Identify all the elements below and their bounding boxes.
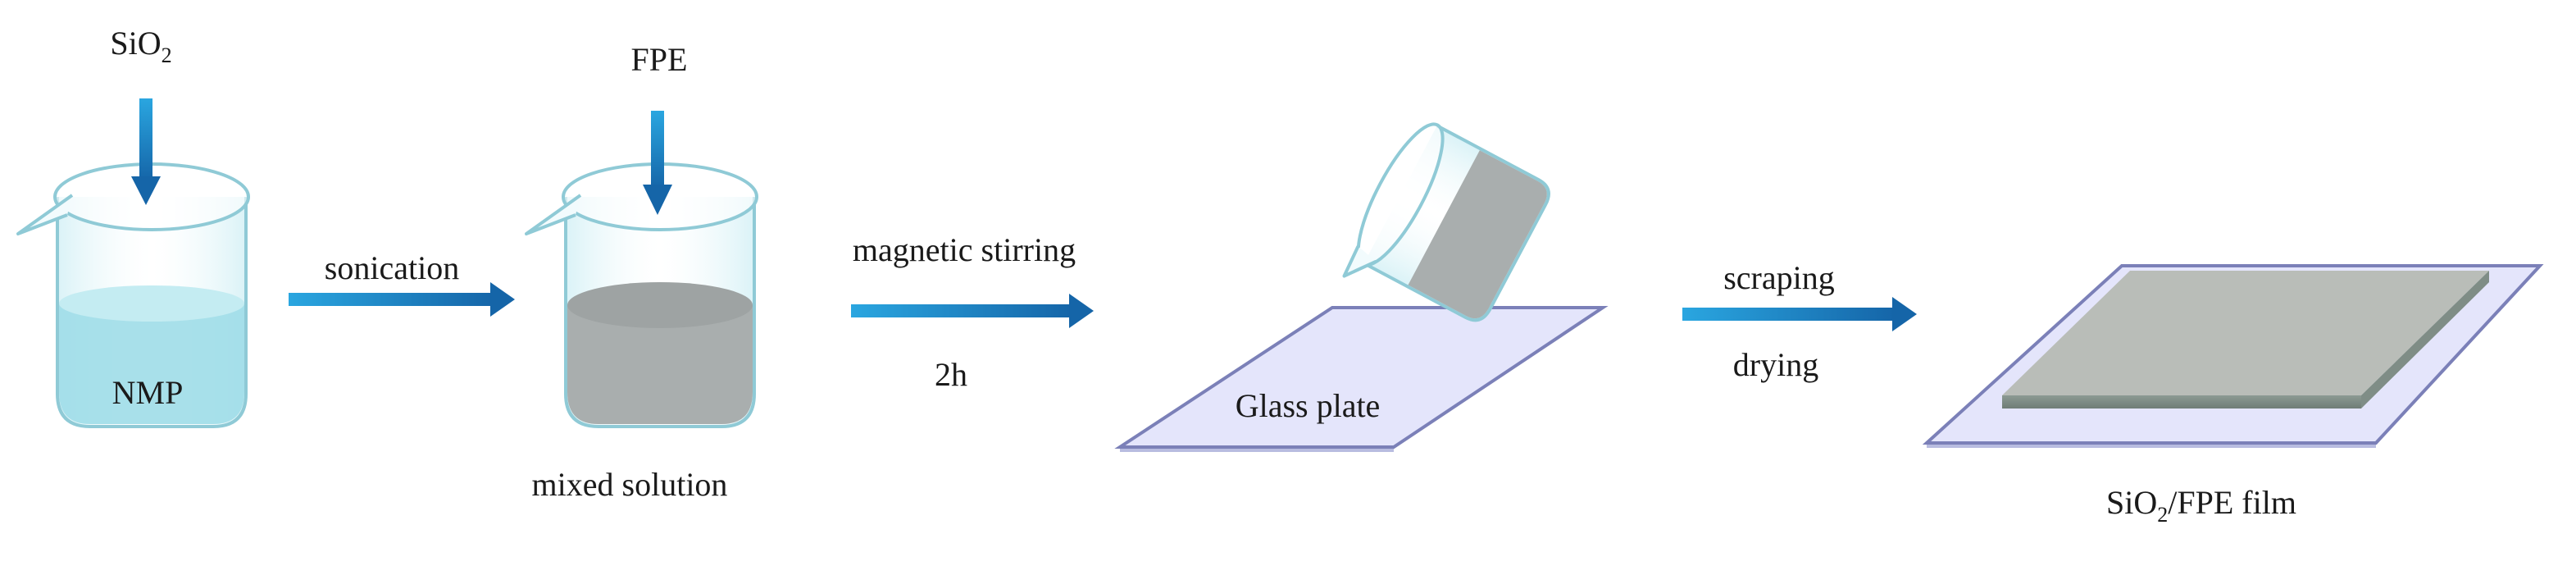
duration-label: 2h — [935, 356, 967, 393]
magnetic-stirring-label: magnetic stirring — [853, 231, 1076, 268]
film-side-right — [2361, 271, 2489, 409]
mixed-liquid — [567, 305, 753, 424]
film-caption: SiO2/FPE film — [2106, 484, 2296, 527]
nmp-label: NMP — [112, 374, 184, 411]
beaker-spout — [525, 194, 582, 235]
down-arrow-fpe — [643, 111, 672, 215]
arrow-scraping-drying — [1682, 297, 1917, 331]
nmp-liquid — [59, 304, 244, 424]
scraping-label: scraping — [1723, 259, 1835, 296]
beaker-spout — [16, 194, 74, 235]
arrow-magnetic-stirring — [851, 294, 1094, 328]
drying-label: drying — [1733, 346, 1818, 383]
sio2-label: SiO2 — [110, 25, 171, 67]
beaker-mixed-solution — [525, 162, 758, 428]
film-side-front — [2002, 395, 2361, 409]
film-top — [2002, 271, 2489, 395]
down-arrow-sio2 — [131, 98, 161, 205]
beaker-nmp — [16, 162, 250, 428]
fpe-label: FPE — [631, 41, 688, 78]
arrow-sonication — [289, 282, 515, 317]
glass-plate — [1114, 306, 1609, 452]
glass-plate-label: Glass plate — [1236, 387, 1381, 424]
mixed-surface — [567, 282, 753, 328]
mixed-solution-caption: mixed solution — [532, 466, 728, 503]
film-on-glass — [1922, 264, 2544, 448]
tilted-beaker — [1342, 122, 1550, 322]
sonication-label: sonication — [325, 249, 459, 286]
tilted-liquid — [1408, 150, 1547, 319]
nmp-surface — [59, 285, 244, 322]
